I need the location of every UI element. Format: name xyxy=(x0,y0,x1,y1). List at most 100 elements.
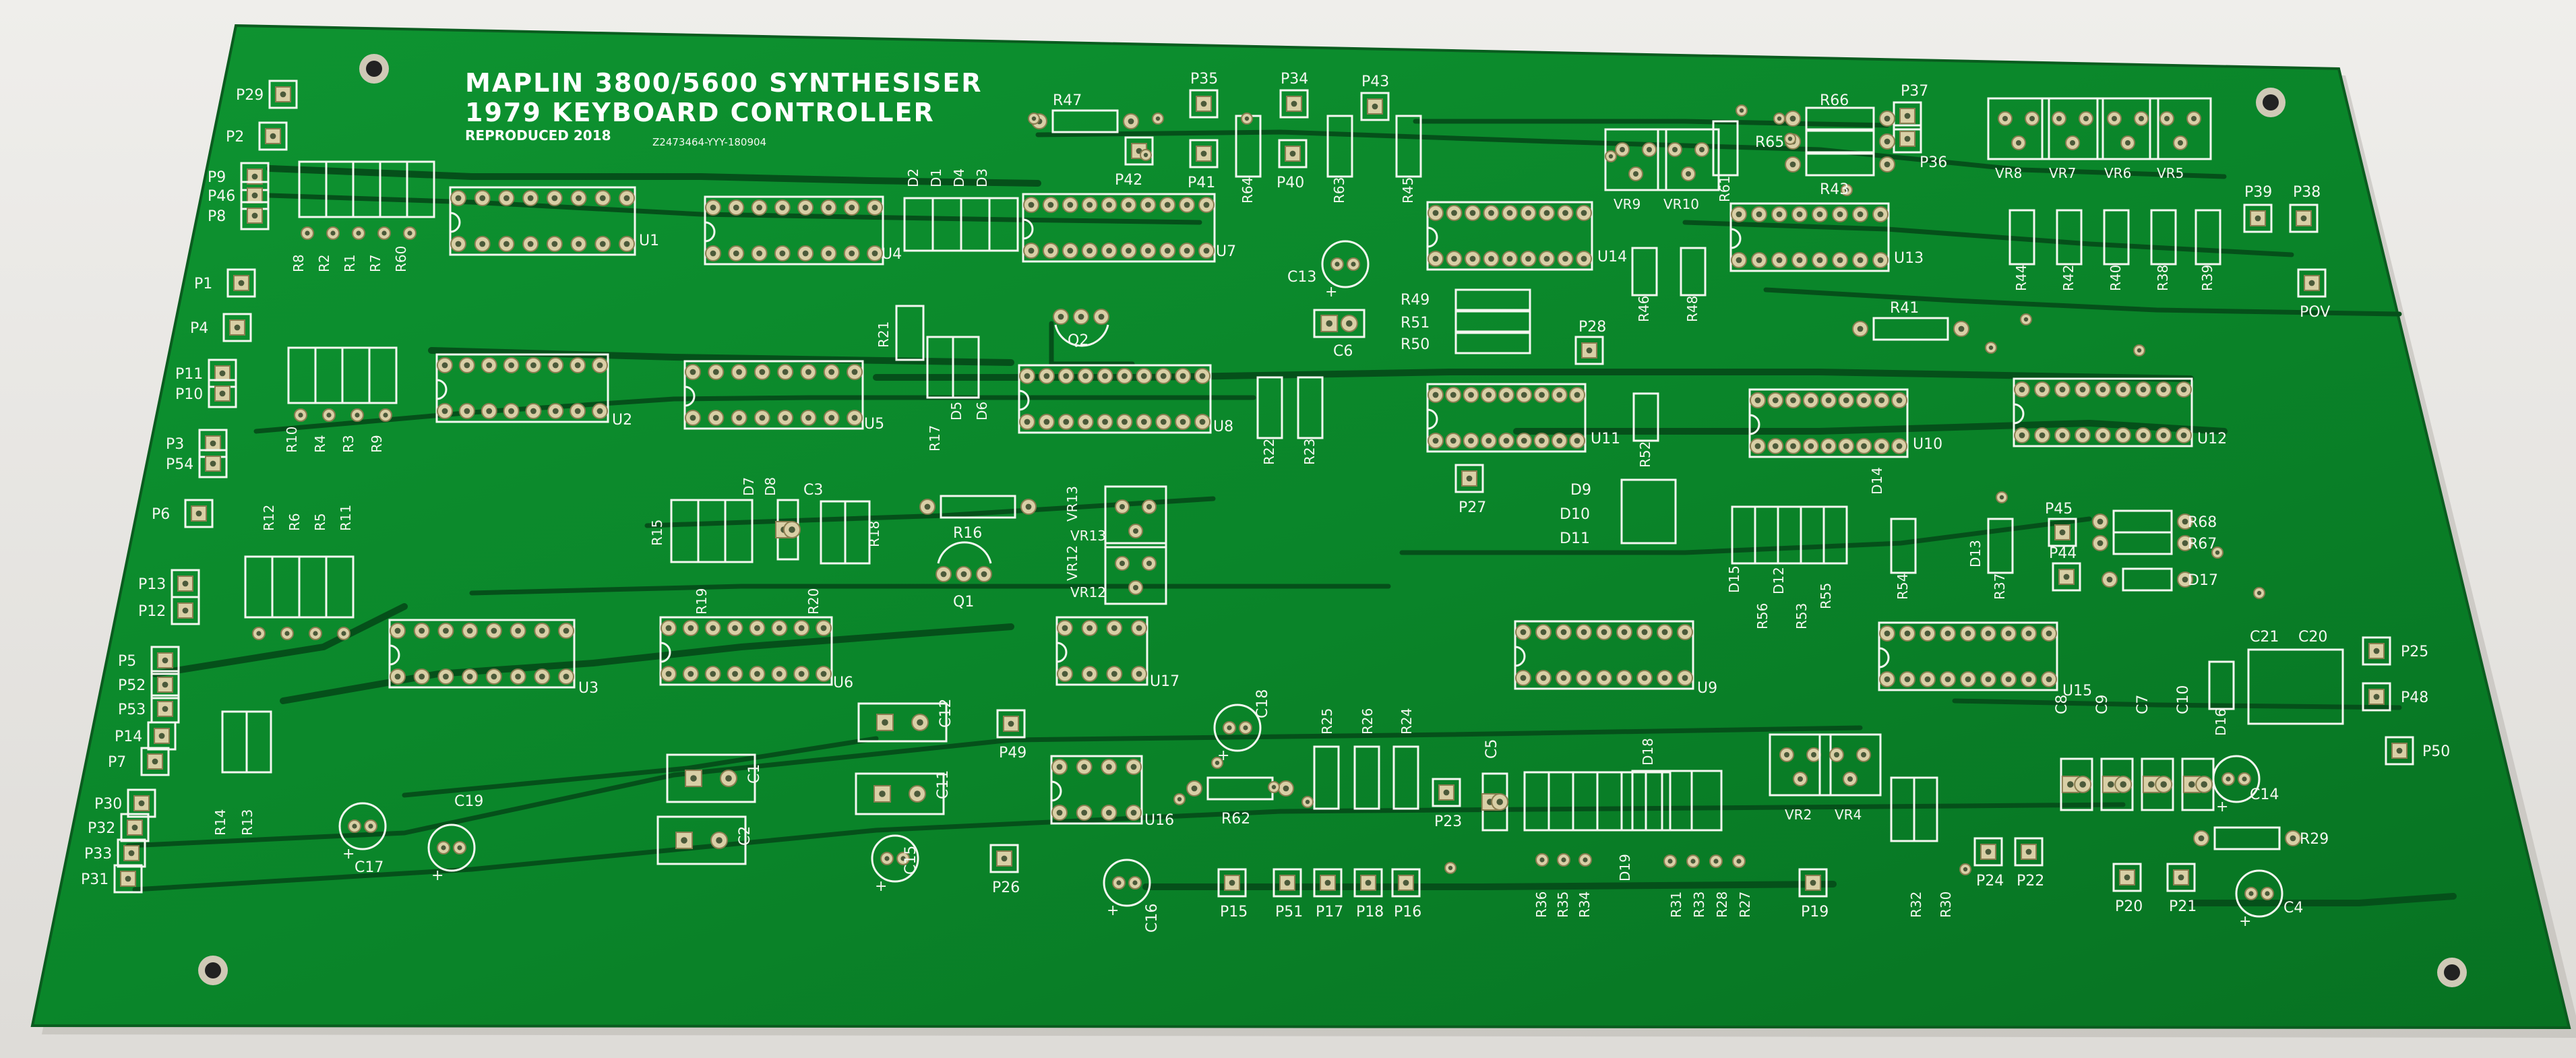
trimmer-outline xyxy=(1604,128,1667,191)
silkscreen-label: P19 xyxy=(1801,904,1829,921)
drill-hole xyxy=(849,204,855,211)
drill-hole xyxy=(1808,443,1814,449)
drill-hole xyxy=(623,195,630,201)
silkscreen-label: U17 xyxy=(1150,673,1179,690)
drill-hole xyxy=(1324,879,1331,886)
silkscreen-label: C21 xyxy=(2250,629,2279,646)
drill-hole xyxy=(2160,432,2167,439)
drill-hole xyxy=(1811,752,1816,757)
drill-hole xyxy=(457,845,462,850)
silkscreen-label: R29 xyxy=(2300,831,2329,848)
drill-hole xyxy=(503,241,510,247)
silkscreen-label: R12 xyxy=(261,505,277,531)
drill-hole xyxy=(805,369,811,375)
copper-trace xyxy=(1142,881,1837,890)
drill-hole xyxy=(1810,879,1816,886)
silkscreen-label: U15 xyxy=(2062,683,2092,699)
drill-hole xyxy=(2046,676,2052,683)
drill-hole xyxy=(1078,313,1084,320)
drill-hole xyxy=(125,875,131,882)
silkscreen-label: R9 xyxy=(369,435,385,453)
drill-hole xyxy=(552,408,559,414)
connector-pad-outline xyxy=(2362,636,2391,666)
drill-hole xyxy=(1843,443,1849,449)
drill-hole xyxy=(1787,136,1793,142)
drill-hole xyxy=(2079,432,2086,439)
ic-outline xyxy=(1050,755,1143,825)
drill-hole xyxy=(182,580,189,587)
mounting-hole xyxy=(205,962,221,978)
drill-hole xyxy=(1904,630,1911,637)
ic-notch xyxy=(436,379,448,400)
copper-trace xyxy=(1763,287,2402,317)
silkscreen-label: P16 xyxy=(1394,904,1421,921)
drill-hole xyxy=(1111,625,1117,631)
silkscreen-label: + xyxy=(2216,799,2228,815)
drill-hole xyxy=(251,212,258,219)
resistor-outline xyxy=(1872,317,1949,341)
connector-pad-outline xyxy=(240,201,270,230)
silkscreen-label: U7 xyxy=(1216,243,1236,260)
drill-hole xyxy=(1468,437,1474,444)
drill-hole xyxy=(1203,247,1210,254)
drill-hole xyxy=(1633,171,1638,177)
drill-hole xyxy=(754,671,760,677)
silkscreen-label: R20 xyxy=(805,588,822,615)
resistor-outline xyxy=(2056,209,2083,266)
silkscreen-label: R14 xyxy=(212,809,228,836)
board-title-line3: REPRODUCED 2018 xyxy=(465,127,611,144)
silkscreen-label: R6 xyxy=(286,513,303,531)
drill-hole xyxy=(1560,675,1567,681)
drill-hole xyxy=(2120,386,2126,393)
silkscreen-label: R63 xyxy=(1331,177,1347,204)
board-title-line2: 1979 KEYBOARD CONTROLLER xyxy=(465,98,935,127)
connector-pad-outline xyxy=(1353,868,1383,898)
silkscreen-label: P10 xyxy=(175,386,203,403)
drill-hole xyxy=(1520,675,1527,681)
drill-hole xyxy=(464,362,470,369)
drill-hole xyxy=(1798,776,1803,782)
drill-hole xyxy=(828,414,835,421)
drill-hole xyxy=(1001,855,1008,862)
silkscreen-label: D14 xyxy=(1869,467,1885,495)
drill-hole xyxy=(849,250,855,257)
silkscreen-label: C16 xyxy=(1144,904,1161,933)
silkscreen-label: Q1 xyxy=(953,594,974,611)
connector-pad-outline xyxy=(140,747,170,776)
drill-hole xyxy=(1672,147,1678,152)
drill-hole xyxy=(1816,211,1823,218)
drill-hole xyxy=(1877,257,1884,263)
drill-hole xyxy=(284,631,290,636)
silkscreen-label: R24 xyxy=(1399,708,1415,735)
drill-hole xyxy=(527,241,534,247)
copper-trace xyxy=(267,193,1202,225)
transistor-outline xyxy=(1054,324,1109,347)
drill-hole xyxy=(2182,518,2188,525)
drill-hole xyxy=(1620,147,1625,152)
drill-hole xyxy=(1525,210,1531,216)
drill-hole xyxy=(1521,437,1527,444)
drill-hole xyxy=(407,230,412,236)
drill-hole xyxy=(1608,154,1614,159)
drill-hole xyxy=(2106,576,2113,583)
drill-hole xyxy=(1690,859,1696,864)
drill-hole xyxy=(1878,443,1885,449)
drill-hole xyxy=(1283,785,1289,792)
drill-hole xyxy=(1754,443,1761,449)
resistor-bank-cell xyxy=(1913,776,1938,842)
drill-hole xyxy=(1144,201,1151,208)
drill-hole xyxy=(2160,781,2167,788)
drill-hole xyxy=(1451,255,1457,262)
drill-hole xyxy=(1884,161,1891,168)
ic-outline xyxy=(1426,201,1593,271)
connector-pad-outline xyxy=(2014,837,2044,867)
drill-hole xyxy=(820,671,827,677)
silkscreen-label: P36 xyxy=(1920,154,1947,171)
connector-pad-outline xyxy=(2289,204,2319,233)
silkscreen-label: + xyxy=(875,878,887,895)
silkscreen-label: P12 xyxy=(138,603,166,620)
silkscreen-label: D15 xyxy=(1726,565,1742,593)
silkscreen-label: VR13 xyxy=(1064,486,1080,522)
drill-hole xyxy=(782,414,789,421)
drill-hole xyxy=(2063,573,2070,580)
